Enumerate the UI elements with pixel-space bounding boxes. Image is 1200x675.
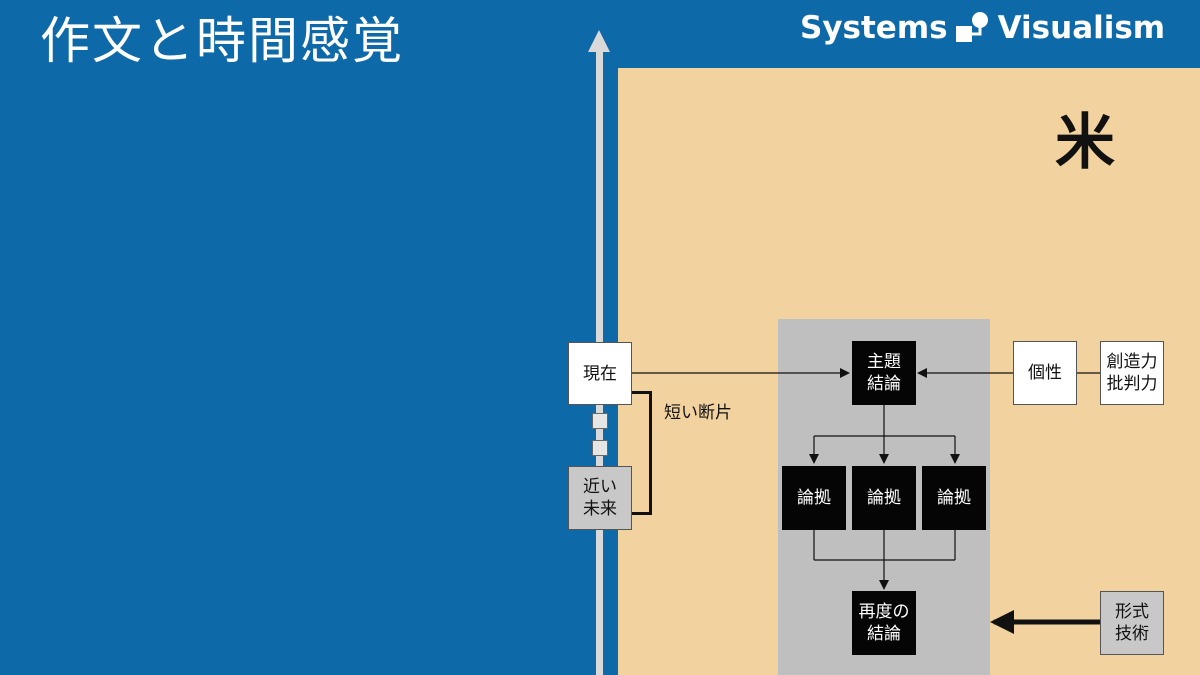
individuality-box: 個性 (1013, 341, 1077, 405)
present-box: 現在 (568, 342, 632, 405)
brand-logo: Systems Visualism (800, 6, 1165, 50)
brand-left: Systems (800, 10, 948, 46)
brand-right: Visualism (997, 10, 1166, 46)
form-technique-box: 形式 技術 (1100, 591, 1164, 655)
conclusion-node: 再度の 結論 (852, 591, 916, 655)
timeline-step-2 (592, 440, 608, 456)
evidence-node-3: 論拠 (922, 466, 986, 530)
evidence-node-2: 論拠 (852, 466, 916, 530)
timeline-step-1 (592, 413, 608, 429)
time-axis-arrow-icon (588, 30, 610, 52)
short-fragment-bracket (632, 391, 652, 515)
short-fragment-label: 短い断片 (664, 403, 732, 423)
evidence-node-1: 論拠 (782, 466, 846, 530)
near-future-box: 近い 未来 (568, 466, 632, 530)
page-title: 作文と時間感覚 (40, 12, 404, 70)
systems-visualism-icon (954, 10, 992, 46)
abilities-box: 創造力 批判力 (1100, 341, 1164, 405)
country-label: 米 (1055, 108, 1115, 178)
thesis-node: 主題 結論 (852, 341, 916, 405)
